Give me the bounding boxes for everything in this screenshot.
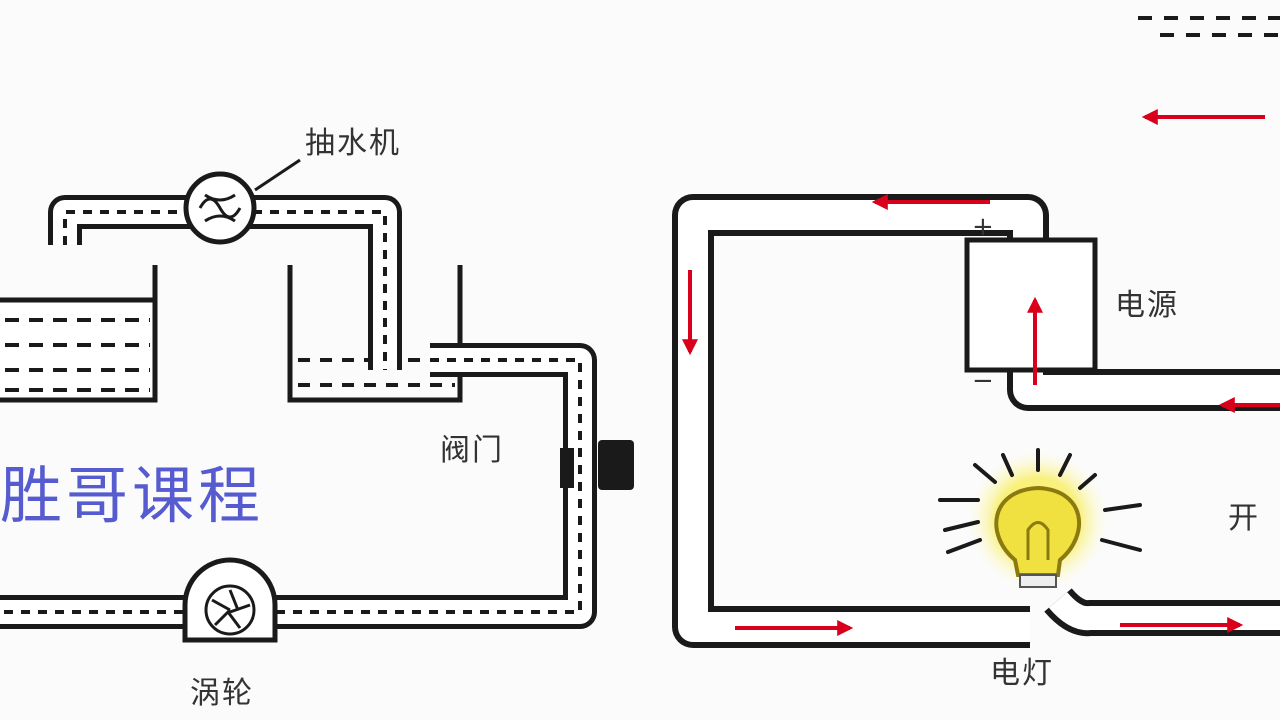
right-tank	[287, 265, 463, 403]
legend-water-dashes	[1138, 16, 1280, 37]
current-arrows	[682, 109, 1280, 636]
turbine-label: 涡轮	[190, 676, 254, 711]
watermark: 胜哥课程	[0, 459, 265, 532]
positive-terminal-sign: +	[972, 212, 994, 242]
negative-terminal-sign: −	[972, 366, 994, 396]
power-source-label: 电源	[1115, 288, 1179, 323]
turbine-icon	[182, 557, 278, 643]
valve-icon	[560, 440, 634, 490]
valve-label: 阀门	[440, 433, 504, 468]
pump-label: 抽水机	[305, 126, 401, 161]
switch-label: 开	[1228, 501, 1260, 536]
lamp-label: 电灯	[990, 656, 1054, 691]
power-source-icon	[964, 237, 1098, 373]
pump-icon	[183, 158, 301, 245]
left-tank	[0, 265, 158, 403]
lamp-icon	[938, 448, 1142, 590]
